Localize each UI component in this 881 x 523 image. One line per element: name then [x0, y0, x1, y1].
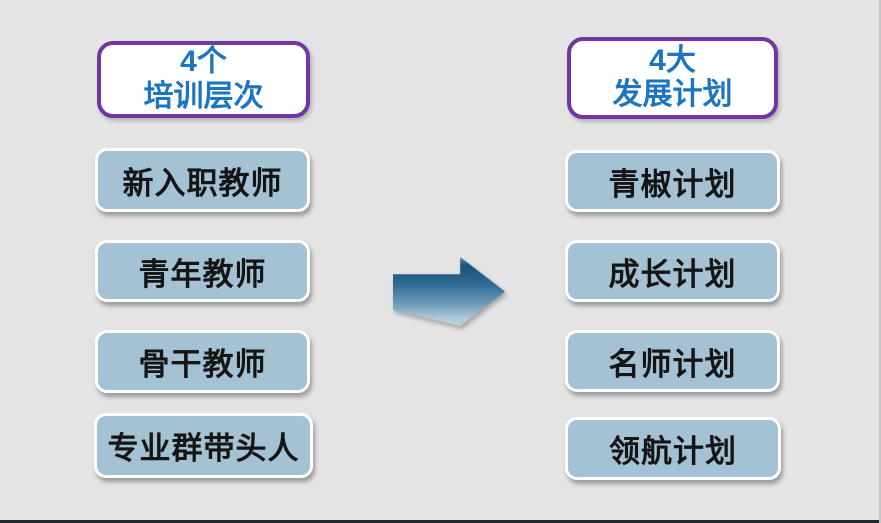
item-label: 骨干教师	[138, 347, 267, 382]
item-growth-plan: 成长计划	[565, 240, 780, 302]
header-development-plans-count: 4大	[649, 43, 696, 77]
item-label: 成长计划	[608, 256, 737, 292]
header-box-training-levels: 4个 培训层次	[97, 41, 310, 118]
header-training-levels-count: 4个	[180, 45, 227, 78]
item-label: 青年教师	[138, 256, 267, 292]
item-young-teachers: 青年教师	[95, 240, 310, 302]
item-qingjiao-plan: 青椒计划	[565, 150, 780, 212]
item-label: 青椒计划	[608, 166, 737, 202]
item-pilot-plan: 领航计划	[565, 417, 781, 480]
right-arrow-icon	[393, 257, 505, 326]
right-arrow-shape	[393, 257, 505, 326]
item-program-leaders: 专业群带头人	[94, 413, 313, 478]
item-new-teachers: 新入职教师	[95, 148, 310, 212]
item-label: 领航计划	[609, 434, 737, 469]
item-label: 名师计划	[608, 346, 737, 382]
item-label: 新入职教师	[122, 165, 283, 201]
header-development-plans-label: 发展计划	[612, 78, 733, 111]
slide-bottom-edge	[0, 520, 879, 523]
item-label: 专业群带头人	[107, 431, 300, 466]
header-box-development-plans: 4大 发展计划	[567, 37, 778, 119]
header-training-levels-label: 培训层次	[143, 79, 264, 113]
item-master-teacher-plan: 名师计划	[565, 330, 780, 392]
item-backbone-teachers: 骨干教师	[95, 330, 310, 393]
